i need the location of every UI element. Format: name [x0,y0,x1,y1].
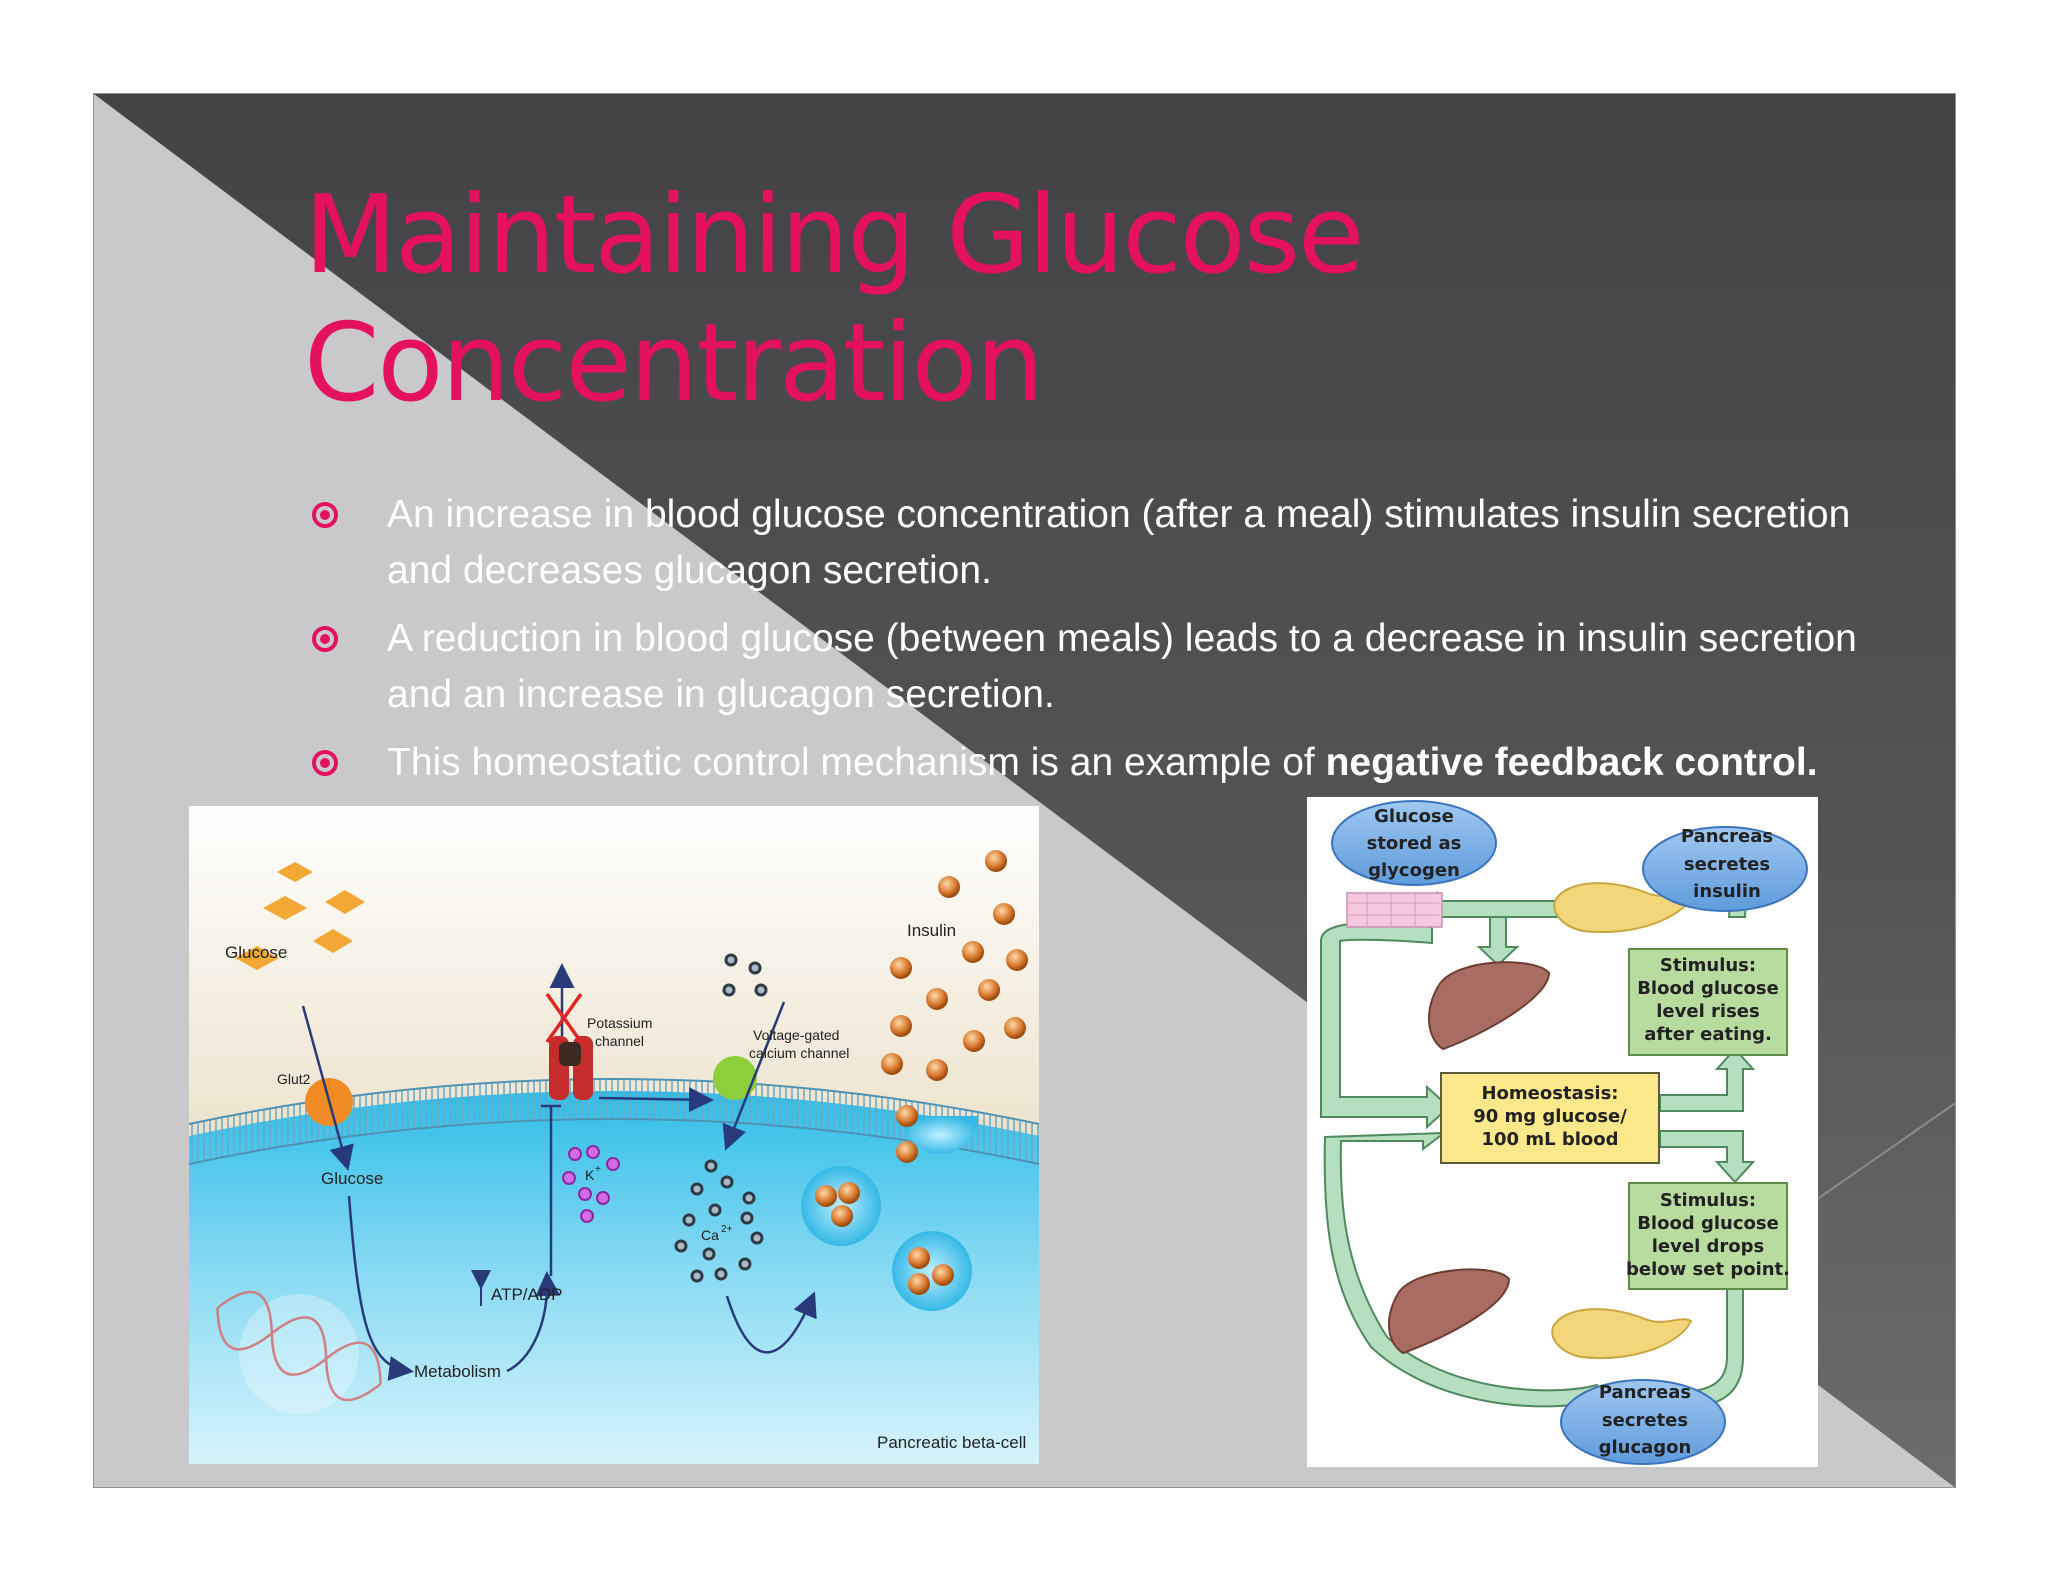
bullet-icon [312,626,338,652]
ca-ion-charge: 2+ [721,1224,733,1235]
beta-cell-diagram: Glucose Glut2 Glucose Metabolism ATP/ADP… [189,806,1039,1464]
stimulus-rise-line-2: Blood glucose [1637,978,1779,999]
insulin-line-3: insulin [1693,881,1761,902]
calcium-channel [713,1056,757,1100]
bullet-list: An increase in blood glucose concentrati… [204,487,1924,803]
liver-lower [1387,1268,1511,1355]
stimulus-drop-line-1: Stimulus: [1660,1190,1756,1211]
homeostasis-line-2: 90 mg glucose/ [1473,1106,1627,1127]
slide: Maintaining Glucose Concentration An inc… [93,93,1956,1488]
calcium-ions-outside [722,953,768,997]
ca-ion-label: Ca [701,1227,719,1243]
pancreas-lower [1551,1308,1693,1359]
glucose-inside-label: Glucose [321,1169,383,1188]
calcium-channel-label-2: calcium channel [749,1045,849,1061]
k-ion-label: K [585,1167,595,1183]
bullet-item: A reduction in blood glucose (between me… [204,611,1924,723]
atp-adp-label: ATP/ADP [491,1285,562,1304]
beta-cell-caption: Pancreatic beta-cell [877,1433,1026,1452]
insulin-oval [1642,826,1808,912]
glucose-molecules [235,862,365,970]
glycogen-tissue [1346,892,1443,928]
stimulus-drop-line-3: level drops [1652,1236,1764,1257]
bullet-item: This homeostatic control mechanism is an… [204,735,1924,791]
homeostasis-line-1: Homeostasis: [1481,1083,1618,1104]
glucagon-line-1: Pancreas [1599,1382,1691,1403]
potassium-channel-label-1: Potassium [587,1015,652,1031]
stimulus-rise-line-1: Stimulus: [1660,955,1756,976]
glucagon-line-2: secretes [1602,1410,1688,1431]
stimulus-rise-line-3: level rises [1656,1001,1759,1022]
bullet-bold-text: negative feedback control. [1325,741,1818,784]
potassium-channel [549,1036,593,1100]
glucagon-oval [1560,1379,1726,1465]
k-ion-charge: + [595,1164,601,1175]
liver-upper [1427,961,1551,1051]
bullet-item: An increase in blood glucose concentrati… [204,487,1924,599]
glycogen-line-2: stored as [1367,833,1462,854]
insulin-line-2: secretes [1684,854,1770,875]
glut2-label: Glut2 [277,1071,311,1087]
glucagon-line-3: glucagon [1599,1437,1692,1458]
bullet-text: A reduction in blood glucose (between me… [387,617,1857,716]
bullet-icon [312,750,338,776]
insulin-granules [881,850,1028,1081]
title-line-1: Maintaining Glucose [304,173,1364,298]
bullet-text: This homeostatic control mechanism is an… [387,741,1326,784]
homeostasis-line-3: 100 mL blood [1481,1129,1618,1150]
stimulus-drop-line-4: below set point. [1626,1259,1790,1280]
bullet-icon [312,502,338,528]
insulin-label: Insulin [907,921,956,940]
potassium-ions [562,1145,620,1223]
slide-title: Maintaining Glucose Concentration [304,172,1604,428]
glycogen-line-1: Glucose [1374,806,1454,827]
bullet-text: An increase in blood glucose concentrati… [387,493,1851,592]
stimulus-drop-box [1628,1182,1788,1290]
insulin-line-1: Pancreas [1681,826,1773,847]
glucose-feedback-diagram: Glucose stored as glycogen Pancreas secr… [1307,797,1818,1467]
homeostasis-box [1440,1072,1660,1164]
stimulus-rise-line-4: after eating. [1644,1024,1772,1045]
glucose-outside-label: Glucose [225,943,287,962]
potassium-channel-label-2: channel [595,1033,644,1049]
dna-helix-graphic [216,1290,382,1414]
stimulus-drop-line-2: Blood glucose [1637,1213,1779,1234]
metabolism-label: Metabolism [414,1362,501,1381]
stimulus-rise-box [1628,948,1788,1056]
calcium-channel-label-1: Voltage-gated [753,1027,839,1043]
glycogen-oval [1331,800,1497,886]
title-line-2: Concentration [304,301,1044,426]
glycogen-line-3: glycogen [1368,860,1460,881]
calcium-ions-inside [674,1159,764,1283]
insulin-vesicles [801,1105,978,1311]
